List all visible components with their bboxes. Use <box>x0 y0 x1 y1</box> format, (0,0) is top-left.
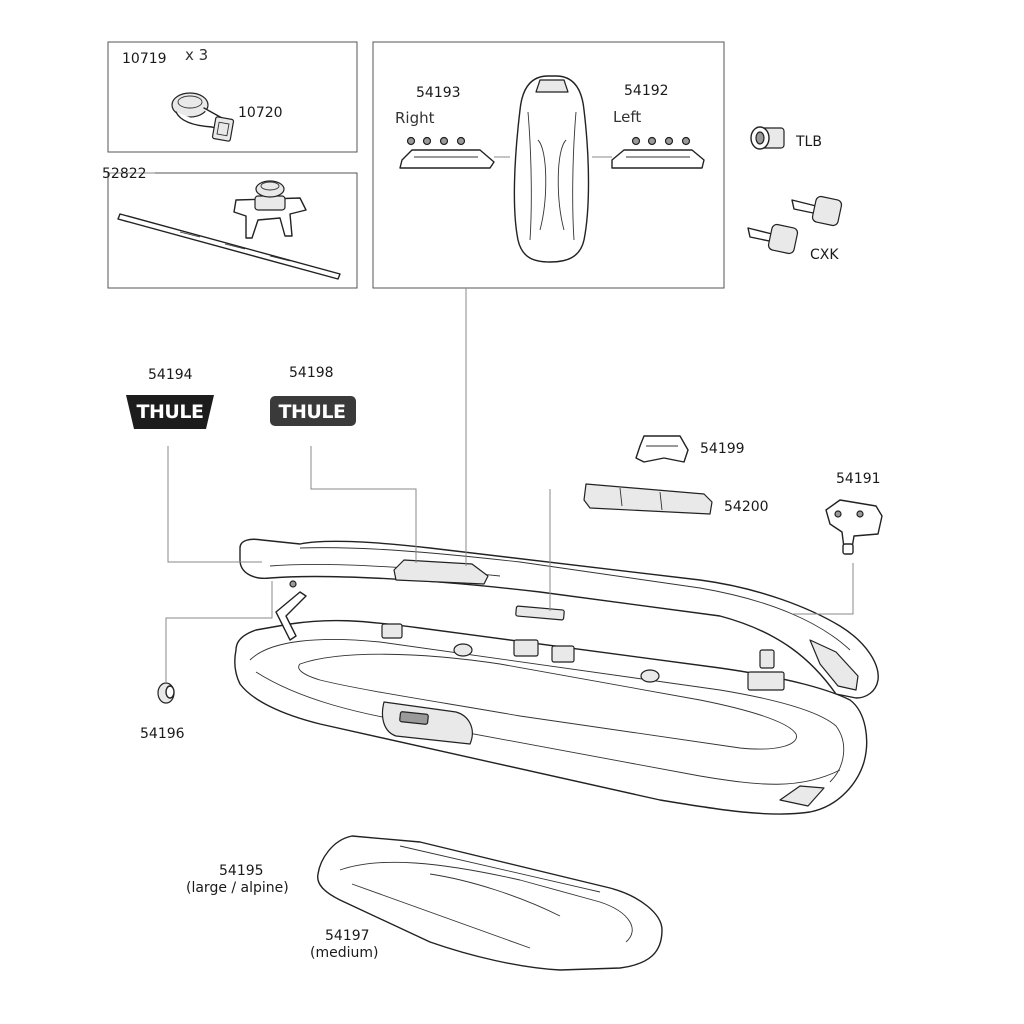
label-54191: 54191 <box>836 471 881 487</box>
logo-54198: THULE <box>270 396 356 426</box>
floor-mat-54195-54197 <box>317 835 663 971</box>
hinge-54191 <box>825 499 883 555</box>
box-strap-kit <box>107 41 358 153</box>
label-54193: 54193 <box>416 85 461 101</box>
label-54197-note: (medium) <box>310 945 378 961</box>
handle-right-54193 <box>399 149 495 169</box>
screws-54192 <box>631 136 691 146</box>
label-54197: 54197 <box>325 928 370 944</box>
mounting-knob-52822 <box>233 180 307 239</box>
label-cxk: CXK <box>810 247 839 263</box>
box-top-view <box>513 75 590 263</box>
strap-10720 <box>171 92 235 142</box>
pad-54200 <box>583 483 713 515</box>
label-54195-note: (large / alpine) <box>186 880 289 896</box>
label-10719-qty: x 3 <box>185 46 208 64</box>
inner-brackets <box>381 605 785 691</box>
label-54193-side: Right <box>395 109 435 127</box>
label-54192: 54192 <box>624 83 669 99</box>
rail-52822 <box>117 213 341 280</box>
roof-box-open <box>234 538 879 815</box>
handle-left-54192 <box>611 149 705 169</box>
screws-54193 <box>406 136 466 146</box>
label-52822: 52822 <box>102 166 147 182</box>
box-rail-kit <box>107 172 358 289</box>
label-54198: 54198 <box>289 365 334 381</box>
lock-cylinder-tlb <box>750 126 785 150</box>
label-54192-side: Left <box>613 108 641 126</box>
label-54196: 54196 <box>140 726 185 742</box>
box-handles <box>372 41 725 289</box>
label-54199: 54199 <box>700 441 745 457</box>
label-10719: 10719 <box>122 51 167 67</box>
label-54195: 54195 <box>219 863 264 879</box>
label-10720: 10720 <box>238 105 283 121</box>
label-54200: 54200 <box>724 499 769 515</box>
logo-54198-text: THULE <box>279 401 346 423</box>
logo-54194: THULE <box>126 395 214 429</box>
label-tlb: TLB <box>795 134 822 150</box>
keys-cxk <box>747 195 843 255</box>
logo-54194-text: THULE <box>137 401 204 423</box>
clip-54199 <box>635 435 689 463</box>
label-54194: 54194 <box>148 367 193 383</box>
plug-54196 <box>157 682 175 704</box>
